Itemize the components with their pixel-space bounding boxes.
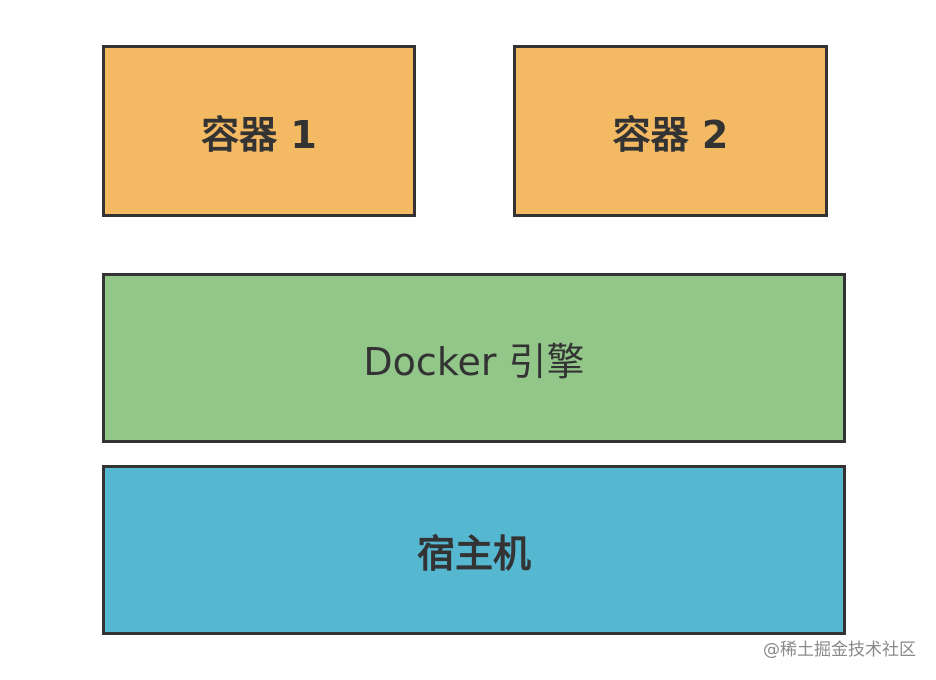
container-2-box: 容器 2	[513, 45, 828, 217]
container-2-label: 容器 2	[612, 112, 729, 157]
watermark: @稀土掘金技术社区	[763, 640, 916, 660]
host-machine-box: 宿主机	[102, 465, 846, 635]
container-1-label: 容器 1	[201, 112, 317, 157]
container-1-box: 容器 1	[102, 45, 416, 217]
docker-engine-label: Docker 引擎	[363, 339, 585, 384]
host-machine-label: 宿主机	[416, 531, 531, 576]
docker-engine-box: Docker 引擎	[102, 273, 846, 443]
